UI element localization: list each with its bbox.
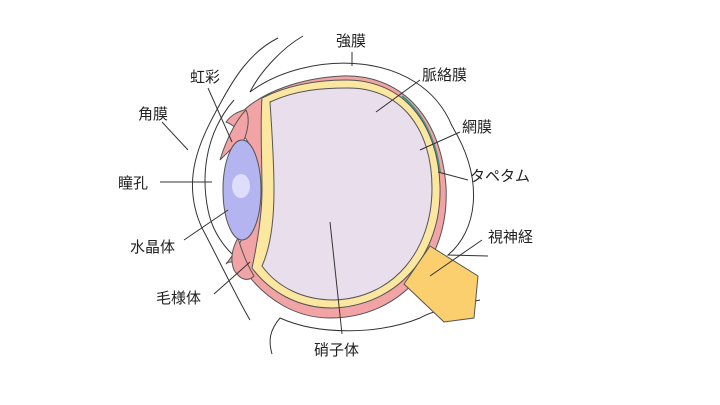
leader-choroid [375, 79, 421, 113]
choroid-band [401, 95, 441, 173]
leader-cornea [161, 121, 189, 151]
label-vitreous: 硝子体 [314, 341, 359, 359]
outer-outline [191, 37, 279, 321]
label-iris: 虹彩 [190, 68, 220, 86]
leader-retina [419, 131, 461, 151]
label-pupil: 瞳孔 [118, 174, 148, 192]
optic-nerve [403, 245, 479, 323]
label-lens: 水晶体 [130, 238, 175, 256]
label-tapetum: タペタム [470, 167, 530, 185]
vitreous-body [261, 87, 433, 301]
label-ciliary-body: 毛様体 [156, 289, 201, 307]
iris-lower [231, 236, 255, 280]
leader-lens [183, 209, 229, 241]
label-sclera: 強膜 [336, 32, 366, 50]
lens-highlight [232, 174, 250, 198]
label-cornea: 角膜 [138, 105, 168, 123]
leader-vitreous [329, 221, 343, 335]
label-optic-nerve: 視神経 [488, 228, 533, 246]
cornea-outline [204, 99, 235, 255]
leader-ciliary-body [213, 261, 251, 295]
label-retina: 網膜 [462, 118, 492, 136]
leader-iris [207, 87, 233, 143]
leader-optic-nerve [429, 239, 483, 277]
label-choroid: 脈絡膜 [422, 66, 467, 84]
leader-tapetum [437, 171, 469, 181]
